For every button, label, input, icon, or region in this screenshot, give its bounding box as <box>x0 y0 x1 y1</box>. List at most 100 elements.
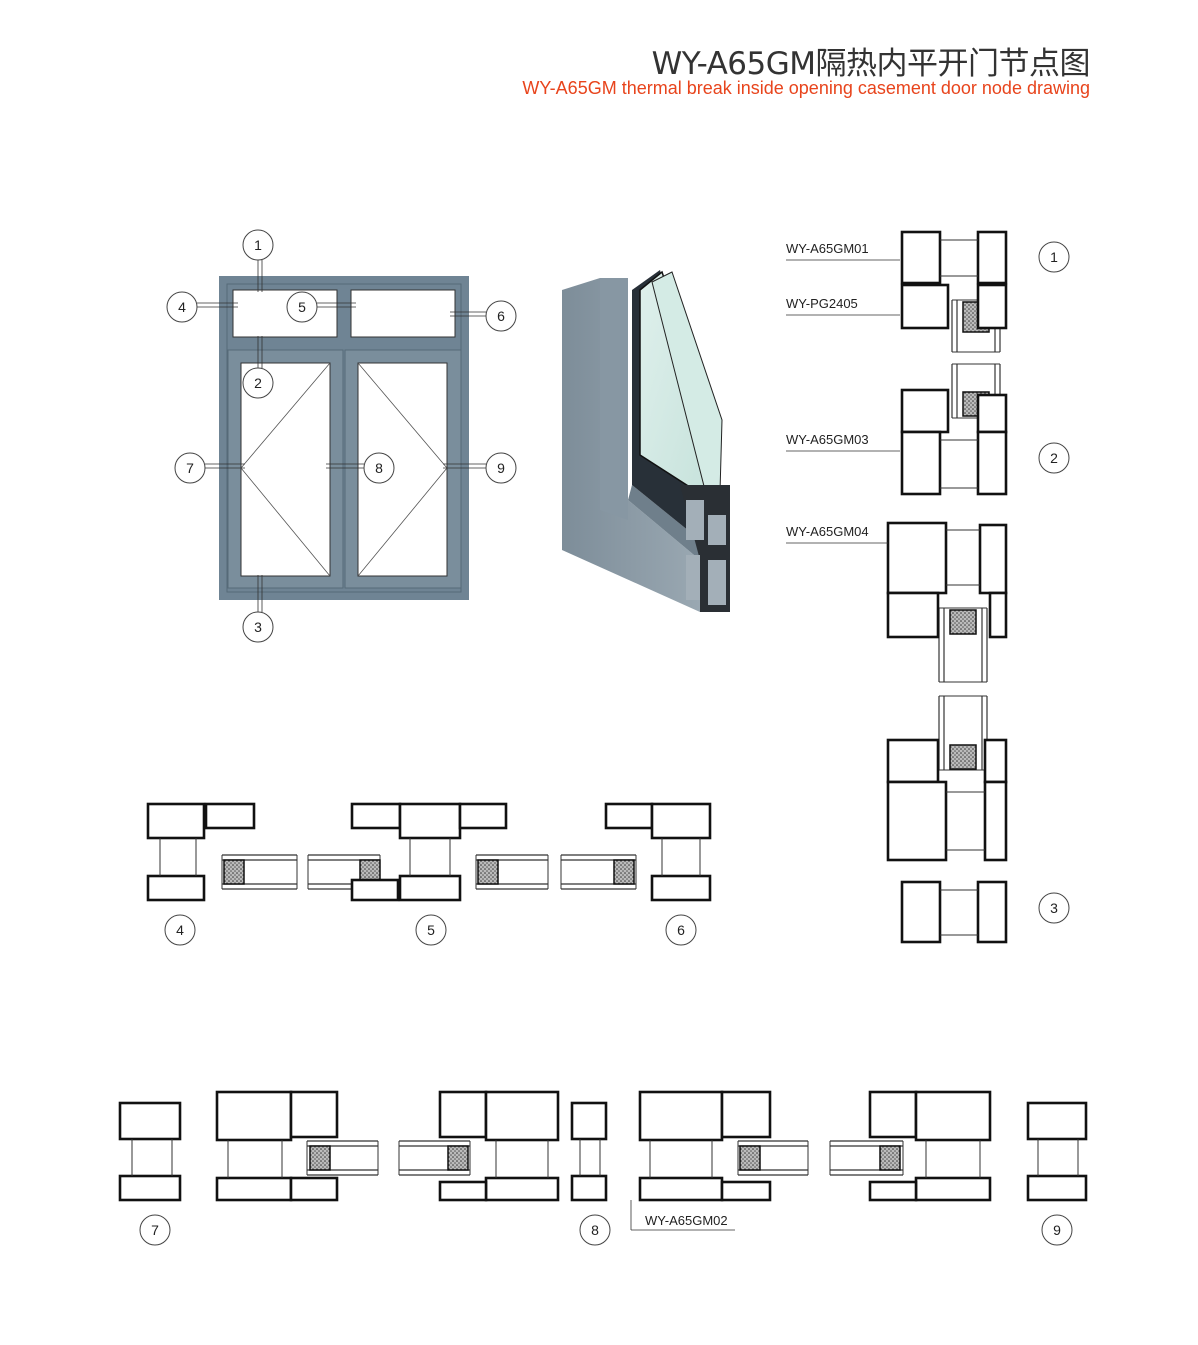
profile-chamber <box>398 874 462 902</box>
callout-4-circle <box>164 914 196 946</box>
glass-unit <box>737 1140 809 1176</box>
profile-chamber <box>978 523 1008 595</box>
callout-7: 7 <box>151 1222 159 1238</box>
profile-chamber <box>438 1180 488 1202</box>
profile-chamber <box>570 1174 608 1202</box>
transom-pane-right <box>350 289 456 338</box>
callout-3: 3 <box>1050 900 1058 916</box>
callout-3: 3 <box>254 619 262 635</box>
page-subtitle: WY-A65GM thermal break inside opening ca… <box>522 78 1090 98</box>
profile-chamber <box>900 430 942 496</box>
callout-8-circle <box>579 1214 611 1246</box>
glass-spacer <box>223 859 245 885</box>
callout-1: 1 <box>1050 249 1058 265</box>
profile-chamber <box>976 283 1008 330</box>
profile-chamber <box>350 878 400 902</box>
page-title: WY-A65GM隔热内平开门节点图 <box>651 46 1091 82</box>
profile-label-gm02: WY-A65GM02 <box>645 1213 728 1228</box>
profile-chamber <box>604 802 654 830</box>
profile-chamber <box>886 591 940 639</box>
profile-chamber <box>650 874 712 902</box>
profile-3d-corner <box>562 270 730 612</box>
callout-2: 2 <box>254 375 262 391</box>
horizontal-section-door: 7 8 9 WY-A65GM02 <box>118 1090 1088 1246</box>
profile-chamber <box>215 1176 293 1202</box>
profile-chamber <box>204 802 256 830</box>
profile-label: WY-A65GM03 <box>786 432 869 447</box>
profile-chamber <box>118 1174 182 1202</box>
profile-chamber <box>398 802 462 840</box>
glass-left <box>240 362 331 577</box>
glass-spacer <box>739 1145 761 1171</box>
callout-7-circle <box>139 1214 171 1246</box>
vertical-section: WY-A65GM01WY-PG2405WY-A65GM03WY-A65GM04 … <box>786 230 1070 944</box>
callout-5-circle <box>415 914 447 946</box>
callout-6: 6 <box>497 308 505 324</box>
callout-1-circle <box>242 229 274 261</box>
profile-chamber <box>983 738 1008 784</box>
profile-label: WY-A65GM04 <box>786 524 869 539</box>
profile-chamber <box>868 1090 918 1139</box>
transom-pane-left <box>232 289 338 338</box>
profile-label: WY-PG2405 <box>786 296 858 311</box>
profile-chamber <box>350 802 402 830</box>
profile-chamber <box>146 874 206 902</box>
profile-chamber <box>886 780 948 862</box>
profile-chamber <box>484 1176 560 1202</box>
glass-spacer <box>949 609 977 635</box>
profile-label: WY-A65GM01 <box>786 241 869 256</box>
callout-5: 5 <box>298 299 306 315</box>
profile-chamber <box>914 1090 992 1142</box>
callout-3-circle <box>1038 892 1070 924</box>
callout-2-circle <box>1038 442 1070 474</box>
profile-chamber <box>914 1176 992 1202</box>
profile-chamber <box>983 780 1008 862</box>
profile-chamber <box>900 880 942 944</box>
profile-chamber <box>638 1176 724 1202</box>
callout-8: 8 <box>591 1222 599 1238</box>
profile-chamber <box>976 430 1008 496</box>
callout-5-circle <box>286 291 318 323</box>
glass-spacer <box>613 859 635 885</box>
callout-4-circle <box>166 291 198 323</box>
glass-spacer <box>447 1145 469 1171</box>
profile-chamber <box>886 521 948 595</box>
callout-1-circle <box>1038 241 1070 273</box>
glass-spacer <box>879 1145 901 1171</box>
horizontal-section-transom: 4 5 6 <box>146 802 712 946</box>
profile-chamber <box>720 1090 772 1139</box>
profile-chamber <box>976 880 1008 944</box>
profile-chamber <box>976 230 1008 285</box>
glass-spacer <box>309 1145 331 1171</box>
callout-5: 5 <box>427 922 435 938</box>
callout-9: 9 <box>1053 1222 1061 1238</box>
callout-9: 9 <box>497 460 505 476</box>
profile-chamber <box>1026 1174 1088 1202</box>
profile-chamber <box>1026 1101 1088 1141</box>
profile-chamber <box>900 230 942 285</box>
callout-9-circle <box>1041 1214 1073 1246</box>
glass-unit <box>221 854 298 890</box>
callout-2: 2 <box>1050 450 1058 466</box>
profile-chamber <box>289 1176 339 1202</box>
callout-8: 8 <box>375 460 383 476</box>
callout-8-circle <box>363 452 395 484</box>
profile-chamber <box>146 802 206 840</box>
profile-chamber <box>570 1101 608 1141</box>
profile-chamber <box>900 283 950 330</box>
callout-6-circle <box>665 914 697 946</box>
profile-chamber <box>886 738 940 784</box>
profile-chamber <box>720 1180 772 1202</box>
profile-chamber <box>650 802 712 840</box>
callout-6: 6 <box>677 922 685 938</box>
profile-chamber <box>118 1101 182 1141</box>
glass-spacer <box>949 744 977 770</box>
profile-chamber <box>988 591 1008 639</box>
callout-4: 4 <box>176 922 184 938</box>
callout-3-circle <box>242 611 274 643</box>
callout-1: 1 <box>254 237 262 253</box>
profile-chamber <box>484 1090 560 1142</box>
profile-chamber <box>976 393 1008 434</box>
profile-chamber <box>215 1090 293 1142</box>
